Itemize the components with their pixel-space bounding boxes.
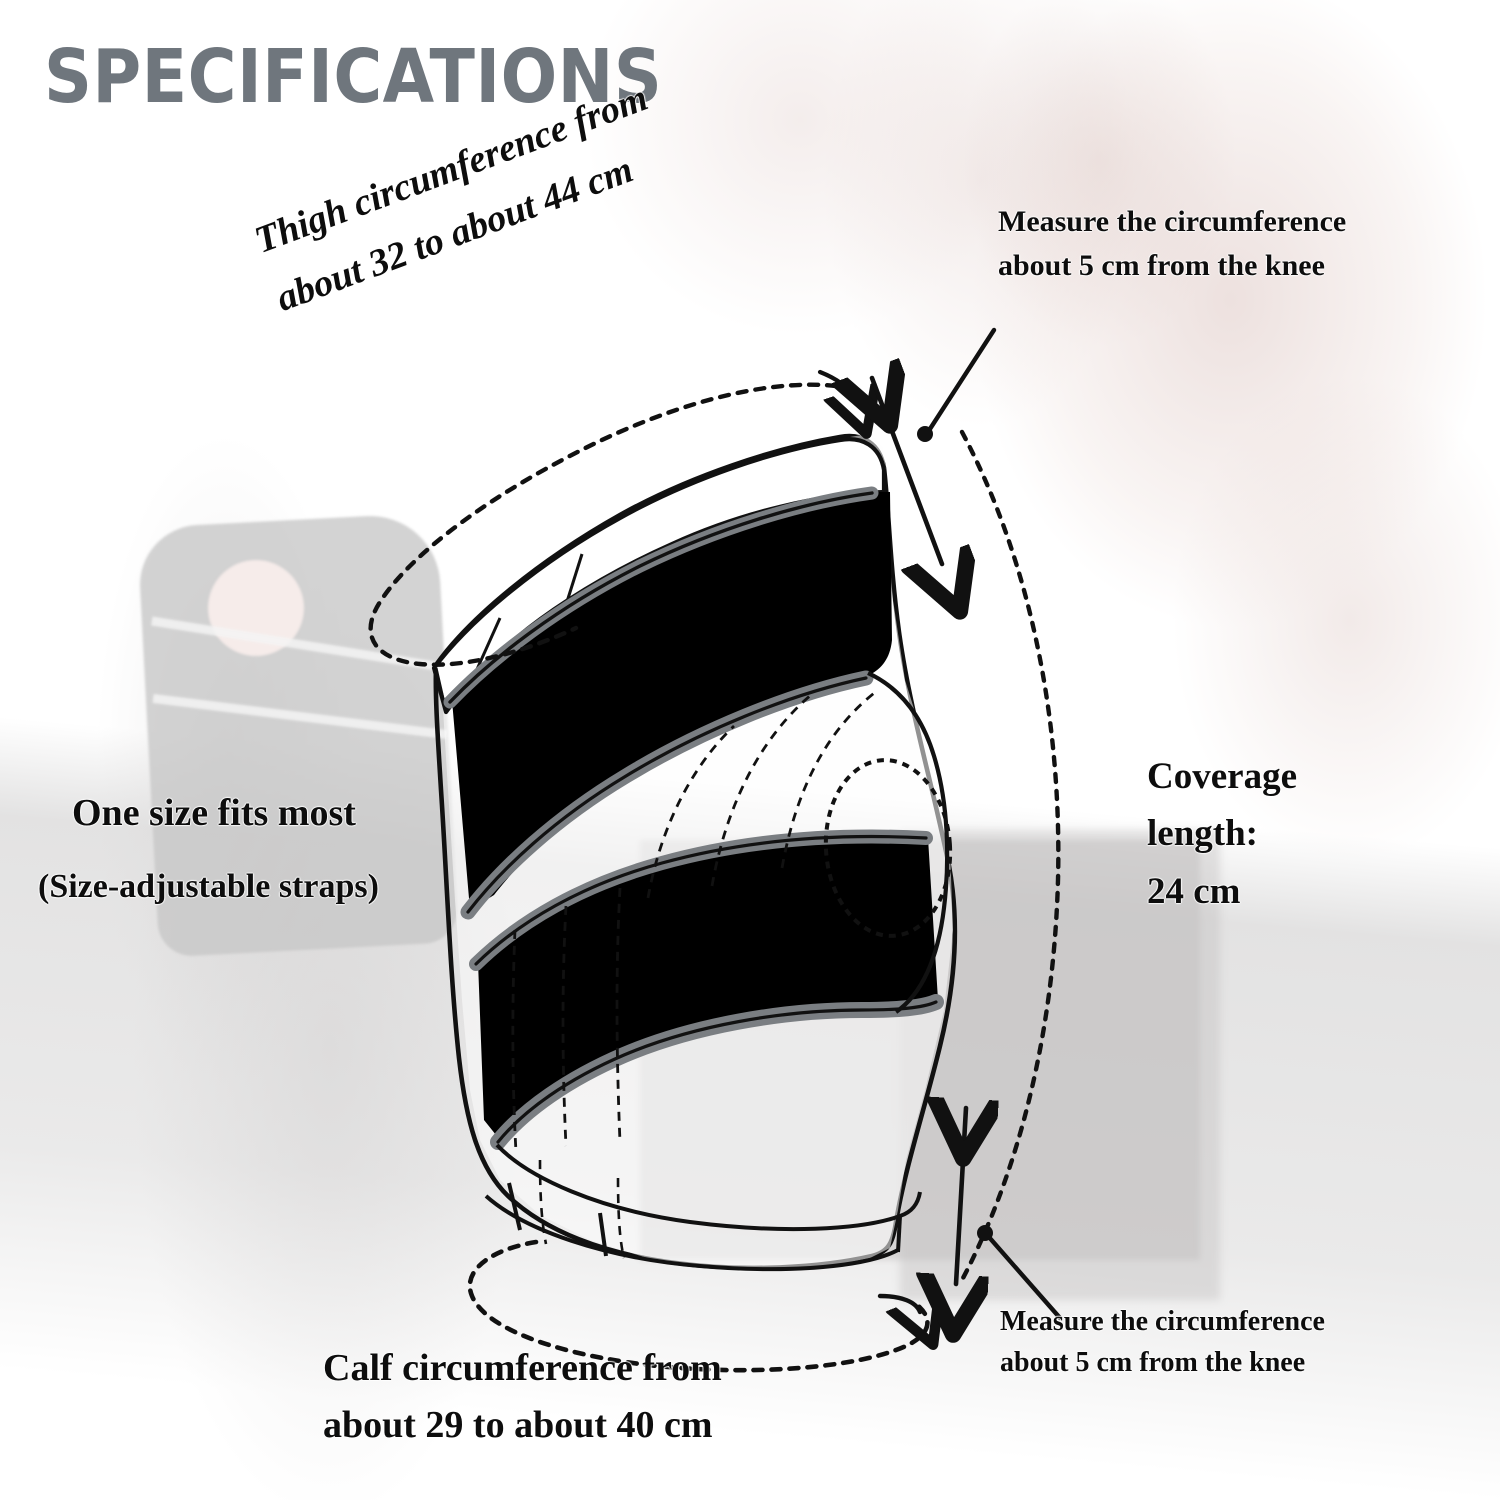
- top-right-line2: about 5 cm from the knee: [998, 248, 1325, 282]
- calf-guide-arrowhead: [877, 1296, 920, 1312]
- thigh-guide-arrowhead: [817, 369, 856, 402]
- one-size-label: One size fits most: [72, 792, 356, 834]
- brace-right-ribs: [646, 688, 879, 899]
- top-right-measure-label: Measure the circumference about 5 cm fro…: [998, 200, 1498, 287]
- brace-seam-lines-lower: [538, 1159, 626, 1259]
- brace-strap-lower: [469, 829, 944, 1150]
- thigh-circumference-guide: [368, 382, 839, 667]
- calf-circumference-label: Calf circumference from about 29 to abou…: [323, 1340, 943, 1454]
- bottom-right-line2: about 5 cm from the knee: [1000, 1346, 1306, 1378]
- brace-knee-opening: [823, 671, 953, 1014]
- calf-line2: about 29 to about 40 cm: [323, 1404, 713, 1446]
- patella-opening-dashed: [823, 758, 953, 938]
- coverage-line3: 24 cm: [1147, 870, 1241, 912]
- coverage-length-guide: [959, 429, 1061, 1283]
- bottom-right-line1: Measure the circumference: [1000, 1306, 1325, 1337]
- top-measure-leader: [917, 327, 997, 442]
- top-leader-dot: [917, 426, 933, 442]
- top-measure-arrow: [872, 378, 942, 564]
- coverage-length-label: Coverage length: 24 cm: [1147, 748, 1477, 920]
- adjustable-straps-label: (Size-adjustable straps): [38, 868, 379, 905]
- brace-seam-lines: [511, 887, 622, 1153]
- top-right-line1: Measure the circumference: [998, 205, 1347, 238]
- bottom-measure-arrow: [956, 1108, 966, 1284]
- coverage-line1: Coverage: [1147, 756, 1297, 797]
- page-title: SPECIFICATIONS: [44, 34, 663, 120]
- calf-line1: Calf circumference from: [323, 1347, 722, 1389]
- bottom-leader-dot: [977, 1225, 993, 1241]
- bottom-right-measure-label: Measure the circumference about 5 cm fro…: [1000, 1302, 1500, 1383]
- bottom-measure-leader: [977, 1225, 1063, 1321]
- brace-bottom-cuff: [484, 1143, 922, 1272]
- coverage-line2: length:: [1147, 813, 1258, 855]
